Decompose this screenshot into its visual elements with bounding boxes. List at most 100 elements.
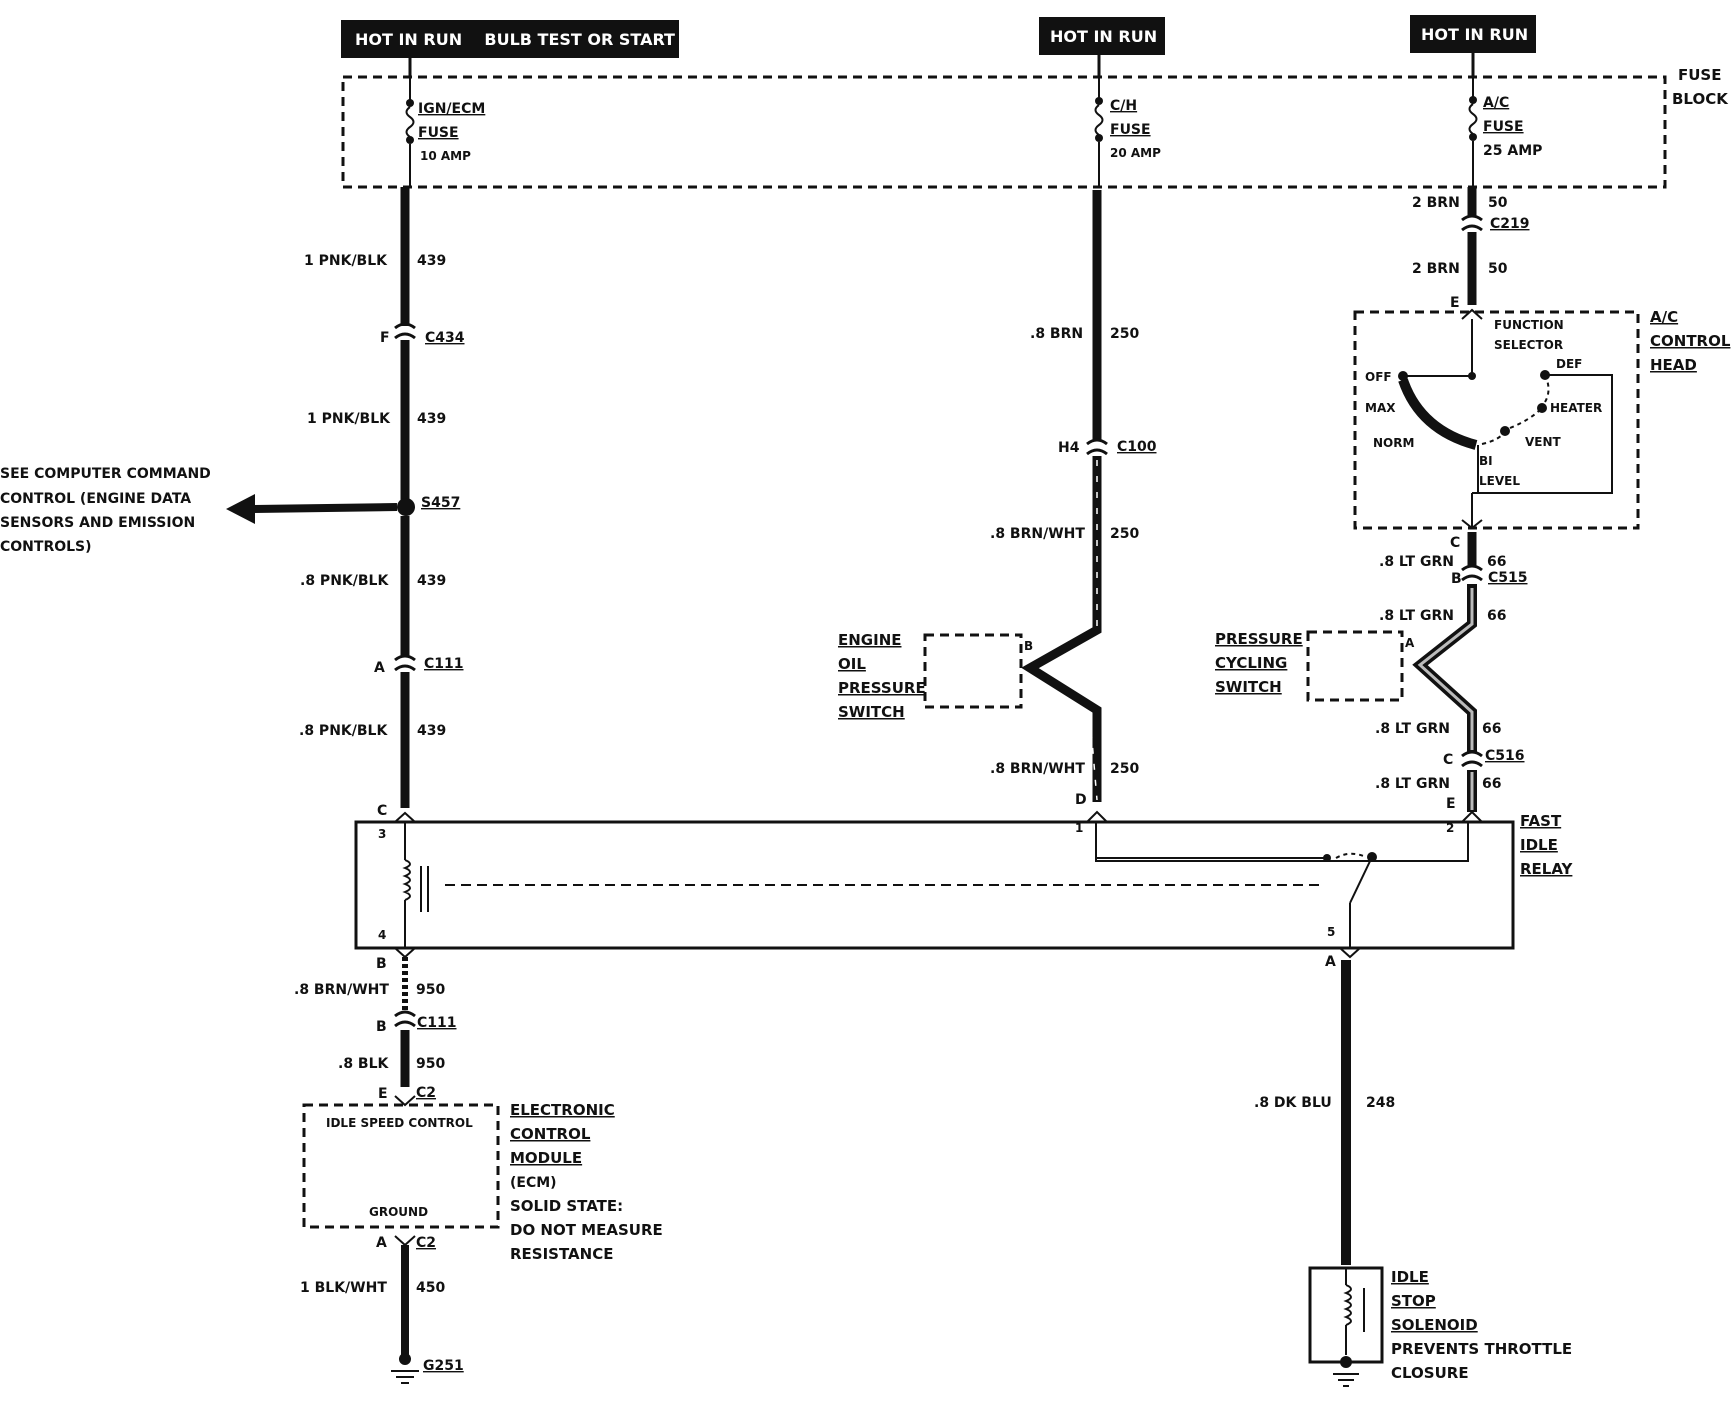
solenoid-note-1: PREVENTS THROTTLE	[1391, 1340, 1572, 1358]
ign-ecm-fuse-word: FUSE	[418, 125, 459, 141]
header-ign: HOT IN RUN BULB TEST OR START	[341, 20, 679, 58]
header-ch-text: HOT IN RUN	[1050, 27, 1157, 46]
ecm-note-1: (ECM)	[510, 1175, 557, 1191]
right-wire1-color: 2 BRN	[1412, 195, 1460, 211]
left-wire6-circuit: 950	[416, 1056, 445, 1072]
ground-label: G251	[423, 1358, 464, 1374]
ign-ecm-fuse: IGN/ECM FUSE 10 AMP	[405, 77, 485, 187]
pos-off: OFF	[1365, 370, 1392, 384]
solenoid-ground-icon	[1333, 1373, 1359, 1387]
contact-off	[1398, 371, 1408, 381]
relay-label-1: FAST	[1520, 812, 1562, 830]
c111b-name: C111	[417, 1015, 457, 1031]
right-wire1-circuit: 50	[1488, 195, 1508, 211]
cycling-switch-label-2: CYCLING	[1215, 654, 1287, 672]
ecm-inner-top: IDLE SPEED CONTROL	[326, 1116, 473, 1130]
see-note-line2: CONTROL (ENGINE DATA	[0, 491, 191, 507]
left-wire3-circuit: 439	[417, 573, 446, 589]
ch-fuse-name: C/H	[1110, 98, 1137, 114]
cycling-switch-pin: A	[1405, 636, 1415, 650]
header-ac: HOT IN RUN	[1410, 15, 1536, 53]
function-selector-1: FUNCTION	[1494, 318, 1564, 332]
ch-fuse-rating: 20 AMP	[1110, 146, 1161, 160]
left-wire4-color: .8 PNK/BLK	[299, 723, 388, 739]
ecm-label-2: CONTROL	[510, 1125, 591, 1143]
oil-switch-label-3: PRESSURE	[838, 679, 926, 697]
pos-bi: BI	[1479, 454, 1493, 468]
relay-pin-b-left: B	[376, 956, 387, 972]
oil-switch-label-2: OIL	[838, 655, 866, 673]
ign-ecm-fuse-name: IGN/ECM	[418, 101, 485, 117]
ign-ecm-fuse-rating: 10 AMP	[420, 149, 471, 163]
fuse-block-label-2: BLOCK	[1672, 90, 1729, 108]
solenoid-note-2: CLOSURE	[1391, 1364, 1469, 1382]
right-wire2-circuit: 50	[1488, 261, 1508, 277]
ecm-pin-e: E	[378, 1086, 388, 1102]
see-note-line4: CONTROLS)	[0, 539, 92, 555]
pressure-cycling-switch	[1306, 630, 1404, 702]
solenoid-coil-icon	[1343, 1284, 1352, 1326]
mid-wire3-color: .8 BRN/WHT	[990, 761, 1085, 777]
fuse-block-outline	[341, 75, 1667, 189]
c219-label: C219	[1490, 216, 1530, 232]
ac-fuse-word: FUSE	[1483, 119, 1524, 135]
middle-circuit: .8 BRN 250 H4 C100 .8 BRN/WHT 250 .8 BRN…	[838, 190, 1157, 823]
solenoid-wire-circuit: 248	[1366, 1095, 1395, 1111]
c100-pin: H4	[1058, 440, 1080, 456]
see-note-arrow	[226, 494, 255, 524]
ecm-conn-c2-top: C2	[416, 1085, 436, 1101]
c515-name: C515	[1488, 570, 1528, 586]
right-wire2-color: 2 BRN	[1412, 261, 1460, 277]
see-note-line3: SENSORS AND EMISSION	[0, 515, 195, 531]
right-wire3-circuit: 66	[1487, 554, 1506, 570]
c111a-name: C111	[424, 656, 464, 672]
ecm-inner-bottom: GROUND	[369, 1205, 428, 1219]
relay-coil-icon	[402, 859, 411, 901]
oil-switch-label-1: ENGINE	[838, 631, 902, 649]
left-wire2-color: 1 PNK/BLK	[307, 411, 391, 427]
control-head-label-3: HEAD	[1650, 356, 1697, 374]
right-wire6-circuit: 66	[1482, 776, 1501, 792]
pos-norm: NORM	[1373, 436, 1414, 450]
mid-wire1-circuit: 250	[1110, 326, 1139, 342]
left-lower-circuit: B .8 BRN/WHT 950 B C111 .8 BLK 950 E C2	[294, 947, 457, 1107]
left-wire1-circuit: 439	[417, 253, 446, 269]
relay-terminal-5: 5	[1327, 925, 1335, 939]
ecm-label-1: ELECTRONIC	[510, 1101, 615, 1119]
relay-label-3: RELAY	[1520, 860, 1574, 878]
fuse-block-label-1: FUSE	[1678, 66, 1721, 84]
c516-pin: C	[1443, 752, 1453, 768]
c434-pin: F	[380, 330, 390, 346]
solenoid-label-3: SOLENOID	[1391, 1316, 1478, 1334]
ac-fuse: A/C FUSE 25 AMP	[1468, 77, 1542, 187]
left-wire1-color: 1 PNK/BLK	[304, 253, 388, 269]
c516-name: C516	[1485, 748, 1525, 764]
mid-wire3-circuit: 250	[1110, 761, 1139, 777]
solenoid-label-2: STOP	[1391, 1292, 1436, 1310]
ch-fuse: C/H FUSE 20 AMP	[1094, 77, 1161, 187]
pos-def: DEF	[1556, 357, 1582, 371]
function-selector-2: SELECTOR	[1494, 338, 1563, 352]
head-pin-e: E	[1450, 295, 1460, 311]
ac-fuse-rating: 25 AMP	[1483, 143, 1542, 159]
right-wire3-color: .8 LT GRN	[1379, 554, 1454, 570]
left-wire7-color: 1 BLK/WHT	[300, 1280, 387, 1296]
oil-switch-label-4: SWITCH	[838, 703, 905, 721]
pos-level: LEVEL	[1479, 474, 1520, 488]
right-wire6-color: .8 LT GRN	[1375, 776, 1450, 792]
header-ac-text: HOT IN RUN	[1421, 25, 1528, 44]
relay-output-pin-a: A	[1325, 954, 1336, 970]
ecm-module: IDLE SPEED CONTROL GROUND ELECTRONIC CON…	[302, 1101, 663, 1263]
mid-wire1-color: .8 BRN	[1030, 326, 1083, 342]
cycling-switch-label-3: SWITCH	[1215, 678, 1282, 696]
left-wire7-circuit: 450	[416, 1280, 445, 1296]
relay-terminal-3: 3	[378, 827, 386, 841]
c111b-pin: B	[376, 1019, 387, 1035]
fast-idle-relay: 3 4 1 2 5 FAST IDLE RELAY	[354, 812, 1574, 950]
mid-wire2-circuit: 250	[1110, 526, 1139, 542]
ecm-note-4: RESISTANCE	[510, 1245, 613, 1263]
c111a-pin: A	[374, 660, 385, 676]
s457-splice	[397, 498, 415, 516]
mid-wire2-color: .8 BRN/WHT	[990, 526, 1085, 542]
cycling-switch-label-1: PRESSURE	[1215, 630, 1303, 648]
